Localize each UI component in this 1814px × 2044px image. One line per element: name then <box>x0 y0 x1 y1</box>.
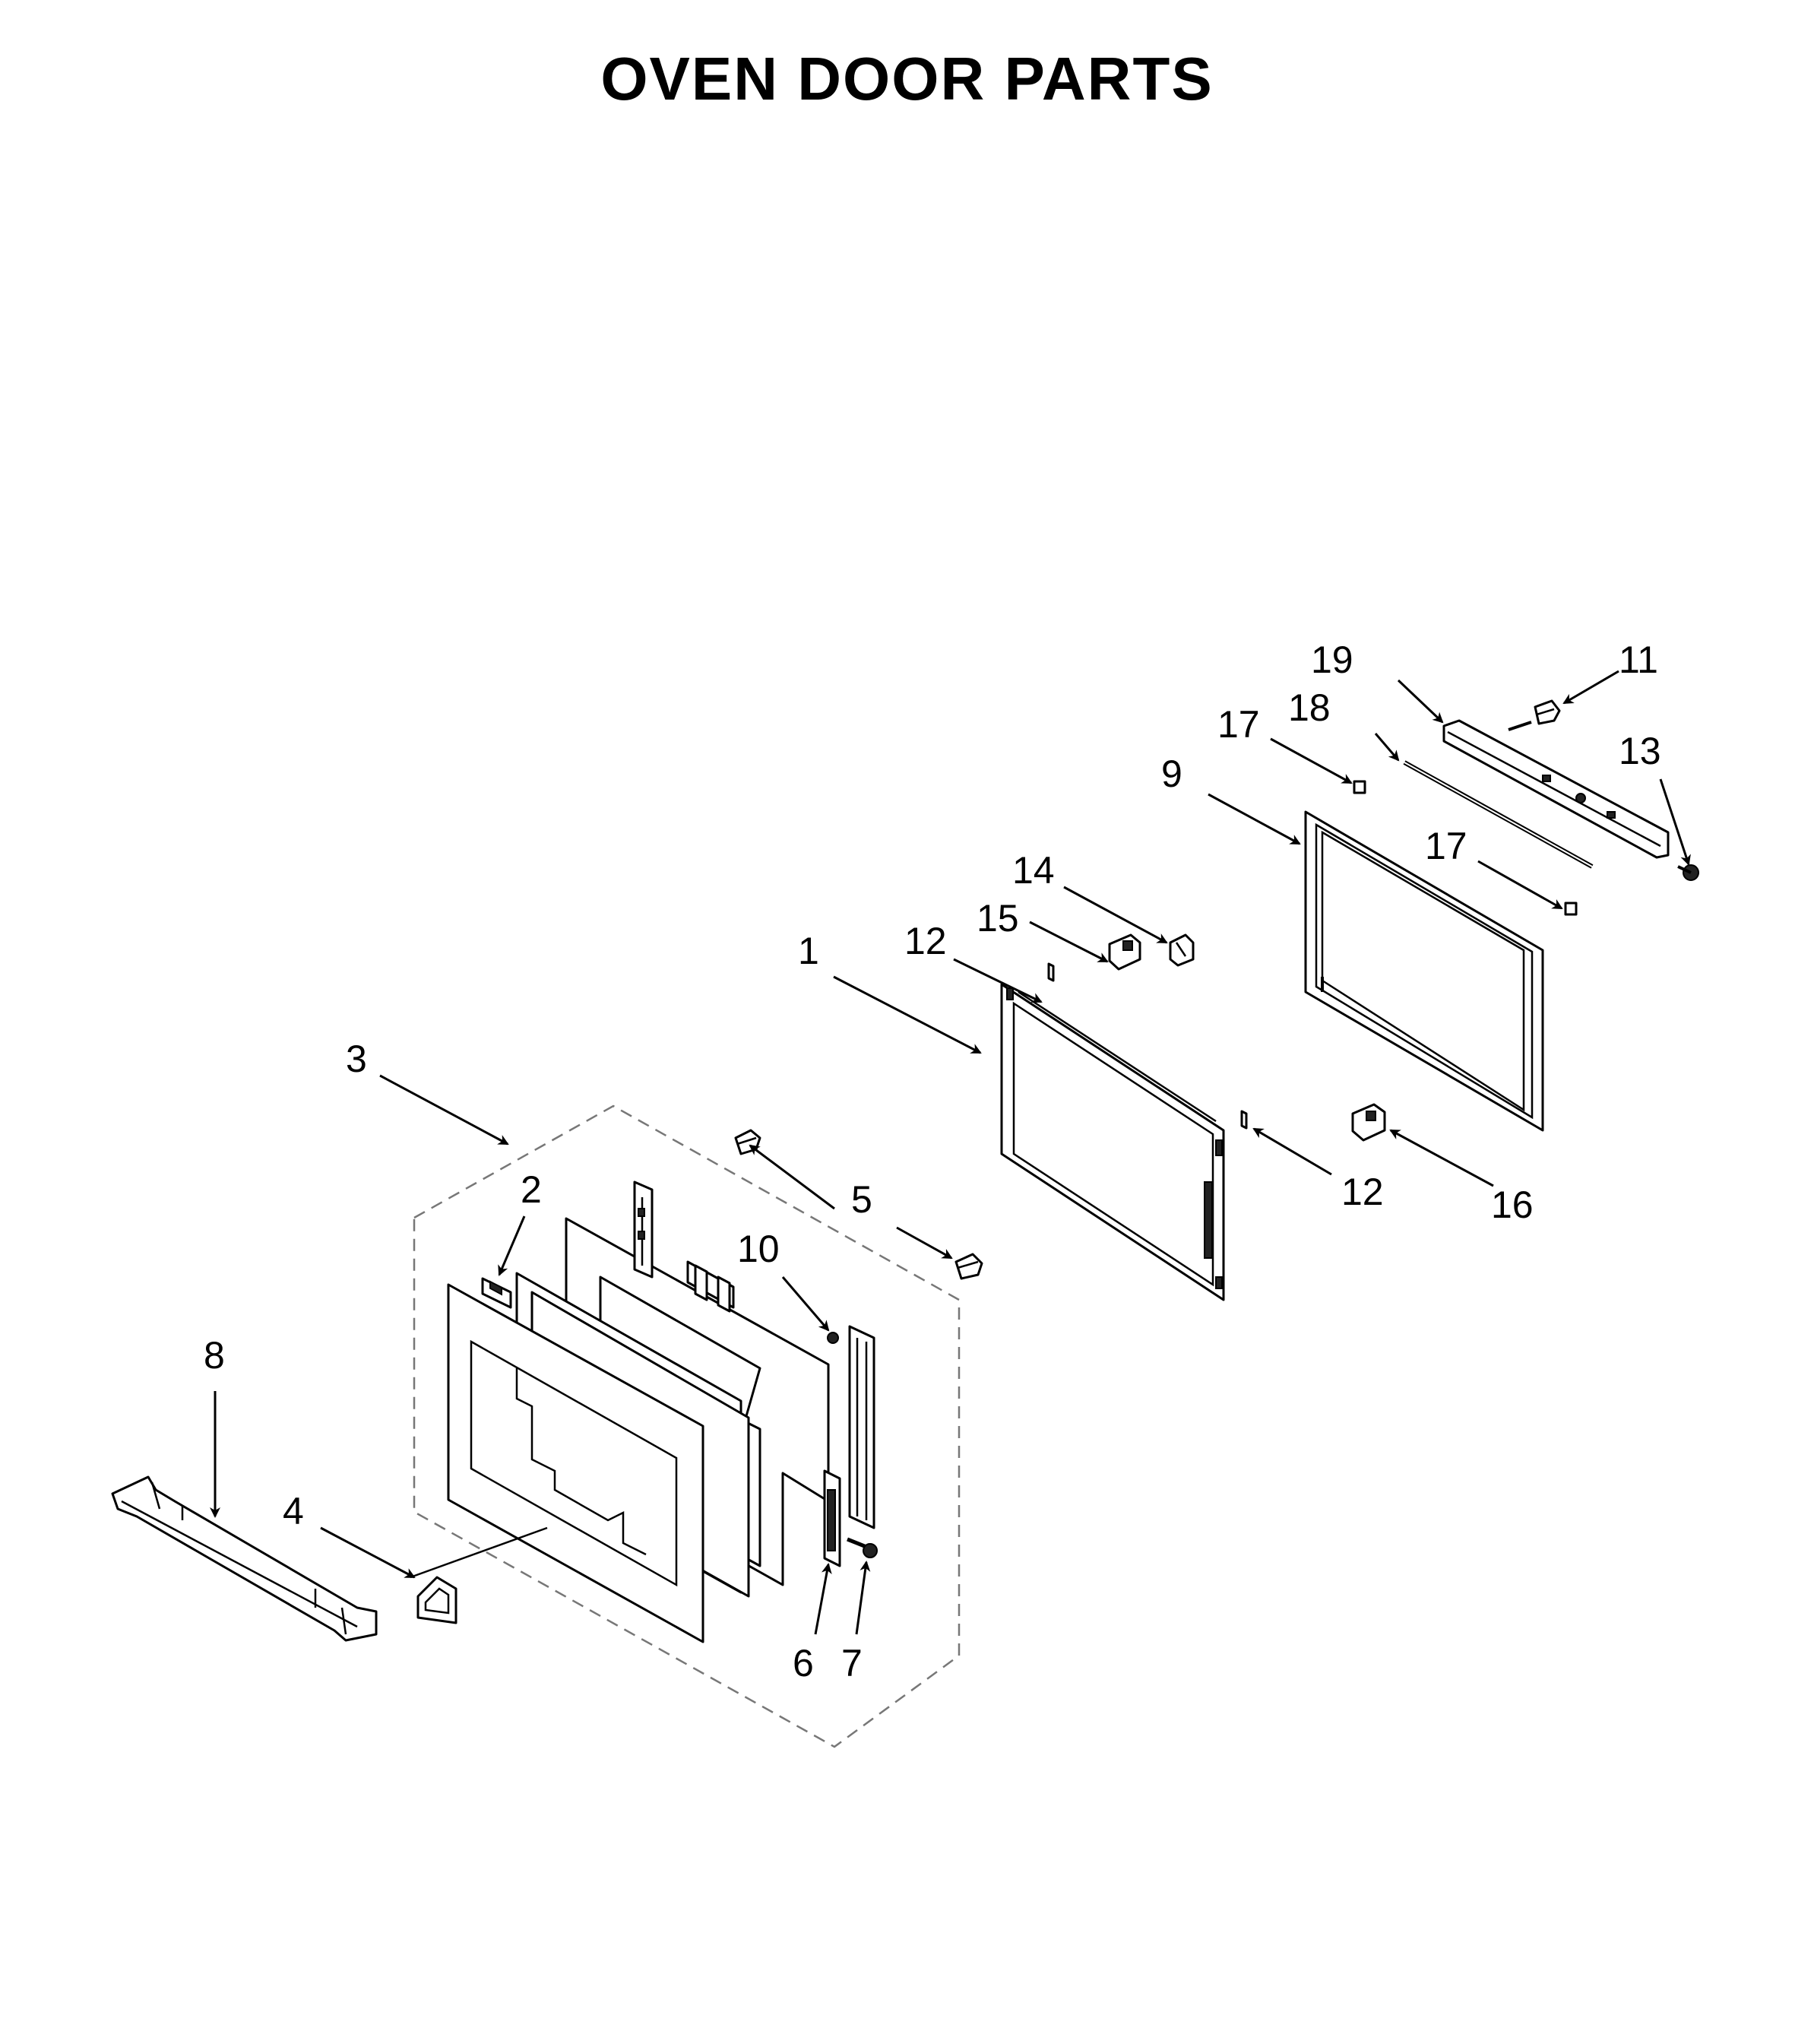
part-19-top-trim <box>1442 719 1670 859</box>
part-1-inner-frame <box>1000 983 1225 1301</box>
part-16-receptacle <box>1351 1103 1386 1142</box>
upper-hinge-strip <box>633 1180 654 1279</box>
callout-6: 6 <box>793 1642 814 1684</box>
hinge-bracket <box>686 1260 735 1313</box>
callout-2: 2 <box>521 1168 542 1211</box>
callout-4: 4 <box>283 1490 304 1532</box>
callout-15: 15 <box>977 897 1019 940</box>
callout-18: 18 <box>1288 686 1331 729</box>
callout-11: 11 <box>1619 639 1658 681</box>
part-14-clip <box>1169 933 1195 967</box>
part-12-clips <box>1047 962 1248 1130</box>
part-11-screw <box>1508 699 1561 731</box>
outer-door-glass <box>410 1283 704 1643</box>
callout-13: 13 <box>1619 730 1661 772</box>
part-17-clips <box>1353 780 1578 916</box>
callout-14: 14 <box>1012 849 1055 892</box>
callout-17-right: 17 <box>1425 825 1467 867</box>
callout-12-lower: 12 <box>1341 1171 1384 1213</box>
part-10-side-strip <box>827 1325 875 1529</box>
callout-12-upper: 12 <box>904 920 947 962</box>
part-7-screw <box>847 1537 878 1558</box>
part-13-screw <box>1677 864 1699 881</box>
callout-numbers: 1 2 3 4 5 6 7 8 9 10 11 12 12 13 14 15 1… <box>204 639 1661 1684</box>
part-2-badge <box>481 1277 512 1309</box>
callout-3: 3 <box>346 1038 367 1080</box>
page-title: OVEN DOOR PARTS <box>600 45 1214 112</box>
callout-9: 9 <box>1161 753 1182 795</box>
callout-16: 16 <box>1491 1184 1534 1226</box>
callout-7: 7 <box>841 1642 863 1684</box>
part-9-rear-glass <box>1304 810 1544 1132</box>
part-8-handle <box>111 1475 378 1642</box>
callout-8: 8 <box>204 1334 225 1377</box>
part-5-screws <box>734 1129 983 1280</box>
callout-10: 10 <box>737 1228 780 1270</box>
part-4-bracket <box>416 1576 457 1624</box>
part-6-latch <box>823 1469 841 1567</box>
callout-19: 19 <box>1311 639 1353 681</box>
door-assembly-boundary <box>413 1104 961 1748</box>
callout-1: 1 <box>798 930 819 972</box>
callout-17-left: 17 <box>1217 703 1260 746</box>
callout-5: 5 <box>851 1178 872 1221</box>
part-15-receptacle <box>1108 933 1141 971</box>
leader-lines <box>210 670 1691 1635</box>
